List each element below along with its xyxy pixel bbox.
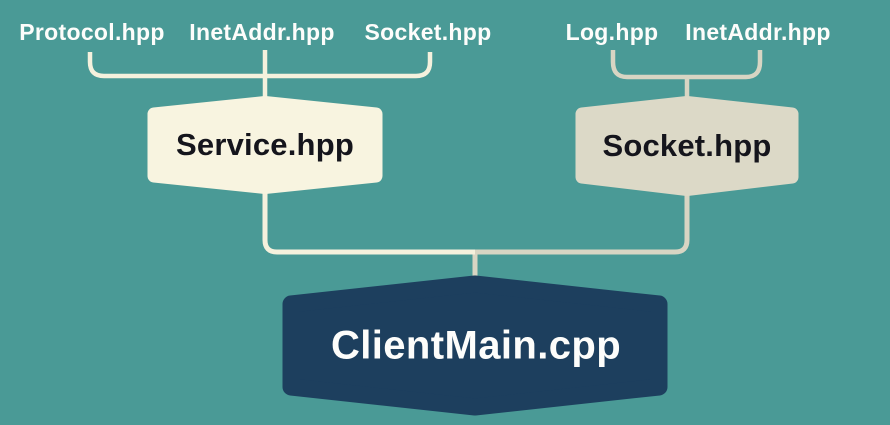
dep-label-socket: Socket.hpp [364,19,492,45]
service-hexagon [147,96,383,194]
dep-label-log: Log.hpp [565,19,659,45]
dep-label-inetaddr-1: InetAddr.hpp [189,19,335,45]
service-to-main-connector [262,186,476,255]
socket-hexagon [575,96,799,196]
clientmain-hexagon [282,275,668,416]
service-node-label: Service.hpp [176,127,354,162]
dep-label-inetaddr-2: InetAddr.hpp [685,19,831,45]
right-bracket [610,50,763,80]
dep-label-protocol: Protocol.hpp [19,19,165,45]
left-bracket [87,52,433,79]
clientmain-node-label: ClientMain.cpp [330,323,622,368]
socket-to-main-connector [475,188,690,255]
socket-node-label: Socket.hpp [602,128,772,163]
